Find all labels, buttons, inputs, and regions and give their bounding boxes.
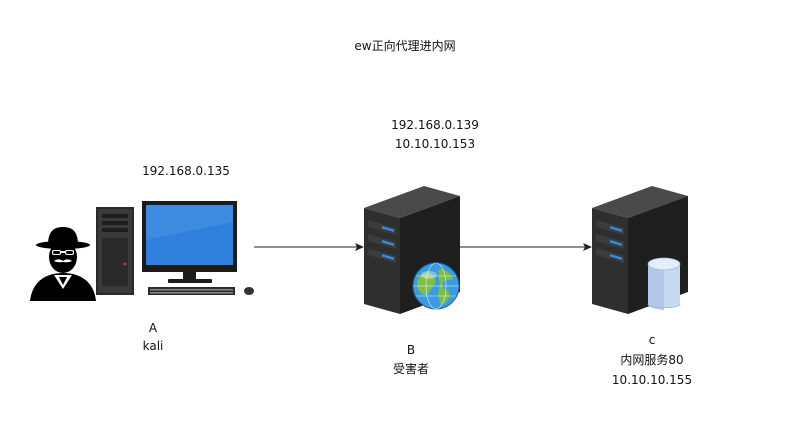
node-b-ip-1: 192.168.0.139: [391, 118, 479, 132]
node-c-ip: 10.10.10.155: [611, 373, 693, 387]
node-c-letter: c: [648, 333, 656, 347]
node-b-name: 受害者: [392, 362, 430, 376]
node-a-name: kali: [142, 339, 164, 353]
node-a-ip: 192.168.0.135: [142, 164, 230, 178]
arrow-a-to-b: [254, 243, 364, 251]
hacker-icon: [30, 227, 96, 301]
server-icon: [592, 186, 688, 314]
node-b-letter: B: [406, 343, 416, 357]
diagram-title: ew正向代理进内网: [354, 39, 456, 53]
globe-icon: [412, 262, 460, 310]
node-c-name: 内网服务80: [620, 353, 684, 367]
desktop-computer-icon: [96, 201, 254, 295]
database-icon: [647, 257, 681, 310]
arrow-b-to-c: [460, 243, 592, 251]
node-a-letter: A: [148, 321, 158, 335]
node-b-ip-2: 10.10.10.153: [394, 137, 476, 151]
